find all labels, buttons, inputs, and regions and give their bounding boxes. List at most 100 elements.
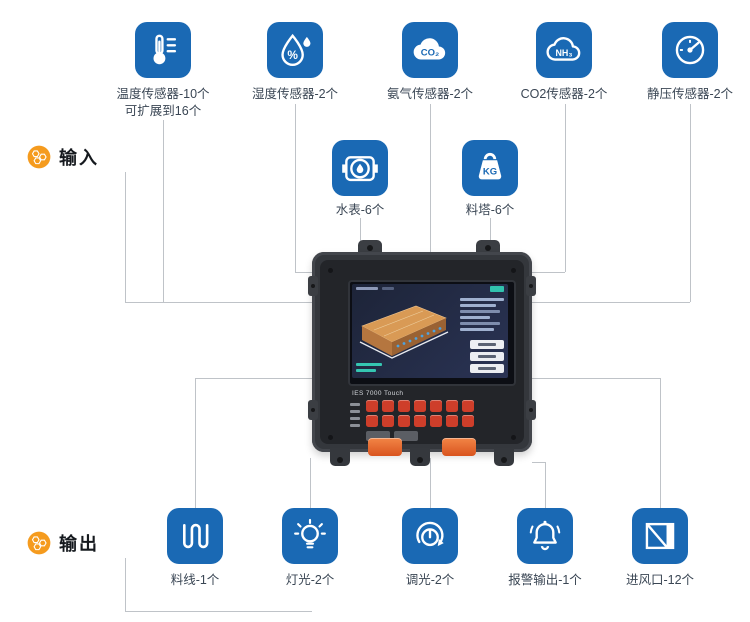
device-keypad <box>350 400 500 446</box>
screen-status-bar <box>356 369 376 372</box>
alarm-output-tile <box>517 508 573 564</box>
dimmer-tile <box>402 508 458 564</box>
screen-text-bar <box>460 310 500 313</box>
co2-text: CO₂ <box>421 47 439 58</box>
screw-hole <box>529 408 533 412</box>
screw-hole <box>367 245 373 251</box>
kg-weight-icon: KG <box>478 152 502 180</box>
mount-tab <box>494 448 514 466</box>
device-screen <box>348 280 516 386</box>
screen-text-bar <box>460 298 504 301</box>
light-tile <box>282 508 338 564</box>
pressure-gauge-icon <box>675 35 705 65</box>
connector-line <box>490 218 491 242</box>
co2-cloud-icon: CO₂ <box>413 38 446 60</box>
screw-hole <box>311 408 315 412</box>
connector-line <box>125 302 315 303</box>
device-brand-text: IES 7000 Touch <box>352 390 404 397</box>
static-pressure-sensor-tile <box>662 22 718 78</box>
dimmer-knob-icon <box>416 521 444 547</box>
connector-line <box>565 104 566 272</box>
label-line-1: 料塔-6个 <box>465 203 515 217</box>
keypad-key <box>366 400 378 412</box>
label-line-1: 报警输出-1个 <box>508 573 582 587</box>
screen-button <box>470 364 504 373</box>
water-meter-tile <box>332 140 388 196</box>
label-line-1: 灯光-2个 <box>285 573 335 587</box>
keypad-key <box>430 415 442 427</box>
screw-hole <box>501 457 507 463</box>
output-group-label: 输出 <box>26 530 99 556</box>
screen-button-text-bar <box>478 355 496 358</box>
feed-line-label: 料线-1个 <box>120 572 270 589</box>
honeycomb-icon <box>27 145 51 169</box>
co2-sensor-label: CO2传感器-2个 <box>489 86 639 103</box>
screen-text-bar <box>382 287 394 290</box>
screen-chip <box>490 286 504 292</box>
screen-content <box>352 284 508 378</box>
screen-button <box>470 340 504 349</box>
air-inlet-icon <box>645 522 675 550</box>
orange-latch <box>368 438 402 456</box>
screw-hole <box>417 457 423 463</box>
connector-line <box>660 378 661 508</box>
screen-status-bar <box>356 363 382 366</box>
keypad-label-bar <box>350 424 360 427</box>
connector-line <box>532 462 545 463</box>
orange-latch <box>442 438 476 456</box>
keypad-key <box>462 400 474 412</box>
alarm-output-label: 报警输出-1个 <box>470 572 620 589</box>
dimmer-label: 调光-2个 <box>355 572 505 589</box>
connector-line <box>430 458 431 508</box>
barn-3d-render <box>359 305 449 359</box>
corner-screw <box>511 435 516 440</box>
label-line-1: 静压传感器-2个 <box>646 87 734 101</box>
mount-tab <box>410 448 430 466</box>
screen-text-bar <box>460 304 496 307</box>
connector-line <box>532 378 660 379</box>
screen-text-bar <box>460 322 500 325</box>
nh3-cloud-icon: NH₃ <box>546 37 581 61</box>
connector-line <box>690 104 691 302</box>
honeycomb-icon <box>27 531 51 555</box>
screen-button-text-bar <box>478 367 496 370</box>
keypad-function-key <box>394 431 418 441</box>
static-pressure-sensor-label: 静压传感器-2个 <box>615 86 750 103</box>
thermometer-icon <box>153 34 177 65</box>
keypad-key <box>382 415 394 427</box>
label-line-2: 可扩展到16个 <box>124 103 202 118</box>
screen-text-bar <box>460 328 494 331</box>
keypad-key <box>414 400 426 412</box>
keypad-label-bar <box>350 410 360 413</box>
light-bulb-icon <box>294 518 326 549</box>
keypad-label-bar <box>350 403 360 406</box>
output-group-text: 输出 <box>59 534 99 554</box>
connector-line <box>195 378 196 508</box>
ammonia-sensor-tile: CO₂ <box>402 22 458 78</box>
label-line-1: 调光-2个 <box>405 573 455 587</box>
connector-line <box>531 302 690 303</box>
side-ear <box>308 276 318 296</box>
co2-sensor-tile: NH₃ <box>536 22 592 78</box>
connector-line <box>531 272 565 273</box>
corner-screw <box>328 268 333 273</box>
screen-button-text-bar <box>478 343 496 346</box>
keypad-key <box>414 415 426 427</box>
alarm-bell-icon <box>529 520 561 551</box>
ammonia-sensor-label: 氨气传感器-2个 <box>355 86 505 103</box>
screw-hole <box>485 245 491 251</box>
side-ear <box>526 400 536 420</box>
connector-line <box>163 120 164 302</box>
kg-text: KG <box>483 167 497 178</box>
label-line-1: 进风口-12个 <box>625 573 695 587</box>
percent-text: % <box>287 48 298 62</box>
input-group-text: 输入 <box>59 148 99 168</box>
temperature-sensor-label: 温度传感器-10个 可扩展到16个 <box>88 86 238 120</box>
screen-text-bar <box>356 287 378 290</box>
connector-line <box>195 378 315 379</box>
keypad-key <box>446 400 458 412</box>
water-meter-icon <box>342 156 378 182</box>
screw-hole <box>529 284 533 288</box>
label-line-1: 氨气传感器-2个 <box>386 87 474 101</box>
